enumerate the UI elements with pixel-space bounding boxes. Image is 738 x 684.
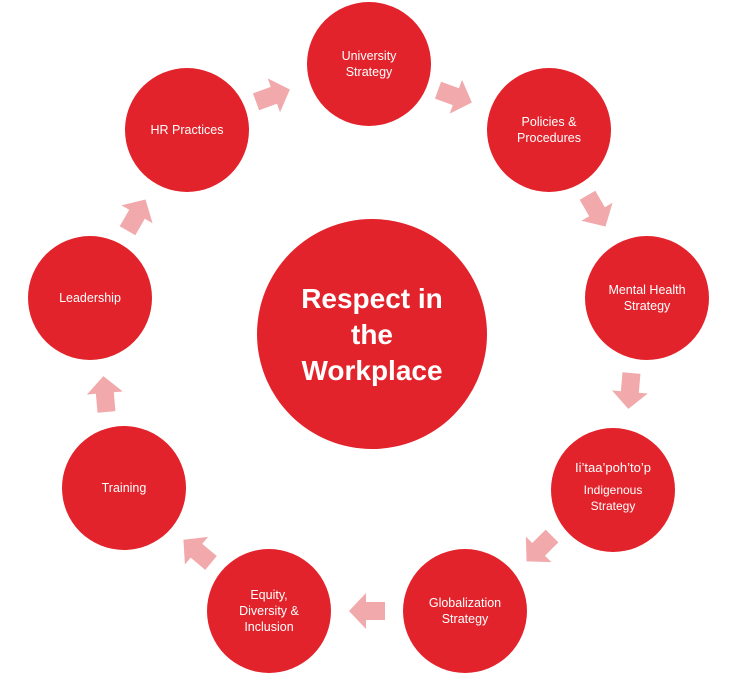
arrow-shape bbox=[611, 372, 648, 409]
node-label-line: Strategy bbox=[442, 612, 489, 626]
flow-arrow bbox=[183, 536, 217, 570]
node-label-line: Indigenous bbox=[584, 483, 643, 497]
center-circle bbox=[257, 219, 487, 449]
node-label-line: Training bbox=[102, 481, 147, 495]
arrow-shape bbox=[86, 376, 123, 413]
node-label-line: Strategy bbox=[346, 65, 393, 79]
node-label-line: Policies & bbox=[522, 115, 578, 129]
arrow-shape bbox=[183, 536, 217, 570]
node-label-line: Inclusion bbox=[244, 620, 293, 634]
node-label-line: Leadership bbox=[59, 291, 121, 305]
flow-arrow bbox=[252, 78, 290, 113]
node-circle bbox=[125, 68, 249, 192]
node-label-line: Mental Health bbox=[608, 283, 685, 297]
node-circle bbox=[307, 2, 431, 126]
arrow-shape bbox=[525, 529, 559, 563]
node-circle bbox=[403, 549, 527, 673]
node-circle bbox=[585, 236, 709, 360]
node-label-line: Equity, bbox=[250, 588, 287, 602]
arrow-shape bbox=[434, 79, 472, 114]
arrow-shape bbox=[252, 78, 290, 113]
center-title-line: the bbox=[351, 319, 393, 350]
node-circle bbox=[207, 549, 331, 673]
node-circle bbox=[28, 236, 152, 360]
node-circle bbox=[551, 428, 675, 552]
flow-arrow bbox=[119, 199, 153, 236]
arrow-shape bbox=[349, 593, 385, 629]
flow-arrow bbox=[525, 529, 559, 563]
node-leadership: Leadership bbox=[28, 236, 152, 360]
node-label-line: Strategy bbox=[624, 299, 671, 313]
node-label-line: Ii’taa’poh’to’p bbox=[575, 460, 651, 475]
arrow-shape bbox=[579, 190, 613, 227]
flow-arrow bbox=[349, 593, 385, 629]
node-label-line: Procedures bbox=[517, 131, 581, 145]
node-policies-procedures: Policies & Procedures bbox=[487, 68, 611, 192]
node-label-line: Strategy bbox=[591, 499, 636, 513]
center-title-line: Respect in bbox=[301, 283, 443, 314]
arrows-layer bbox=[86, 78, 648, 629]
node-circle bbox=[487, 68, 611, 192]
node-label-line: Diversity & bbox=[239, 604, 299, 618]
flow-arrow bbox=[611, 372, 648, 409]
arrow-shape bbox=[119, 199, 153, 236]
center-title-line: Workplace bbox=[301, 355, 442, 386]
node-label-line: HR Practices bbox=[151, 123, 224, 137]
node-hr-practices: HR Practices bbox=[125, 68, 249, 192]
node-label-line: University bbox=[342, 49, 398, 63]
node-equity-diversity-inclusion: Equity, Diversity & Inclusion bbox=[207, 549, 331, 673]
node-training: Training bbox=[62, 426, 186, 550]
node-label-line: Globalization bbox=[429, 596, 501, 610]
flow-arrow bbox=[434, 79, 472, 114]
node-circle bbox=[62, 426, 186, 550]
flow-arrow bbox=[579, 190, 613, 227]
flow-arrow bbox=[86, 376, 123, 413]
